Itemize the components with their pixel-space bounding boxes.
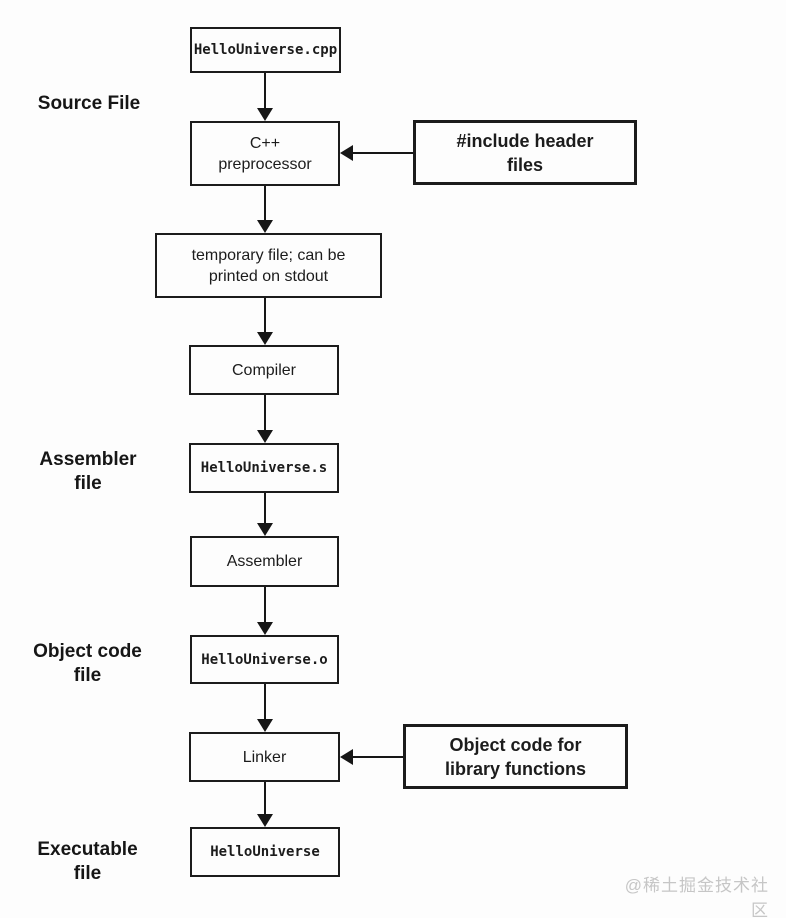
arrow-down-head-icon: [256, 332, 273, 345]
label-executable-file-line1: Executable: [37, 839, 138, 860]
node-cpp-preprocessor-line2: preprocessor: [218, 155, 312, 173]
node-include-header-files: #include header files: [413, 120, 637, 185]
node-hellouniverse-exe-label: HelloUniverse: [210, 844, 320, 860]
node-cpp-preprocessor: C++ preprocessor: [190, 121, 340, 186]
arrow-objlib-to-linker: [340, 749, 403, 765]
arrow-shaft: [349, 152, 413, 154]
node-hellouniverse-s: HelloUniverse.s: [189, 443, 339, 493]
arrow-shaft: [263, 493, 266, 527]
arrow-include-to-preprocessor: [340, 145, 413, 161]
arrow-down-head-icon: [256, 523, 273, 536]
node-hellouniverse-exe: HelloUniverse: [190, 827, 340, 877]
node-hellouniverse-o: HelloUniverse.o: [190, 635, 339, 684]
label-assembler-file-line2: file: [74, 473, 102, 494]
node-linker: Linker: [189, 732, 340, 782]
arrow-linker-to-executable: [256, 782, 273, 827]
node-temporary-file-line1: temporary file; can be: [191, 246, 346, 264]
node-cpp-preprocessor-line1: C++: [249, 134, 281, 152]
node-object-code-library-line2: library functions: [444, 758, 587, 779]
arrow-shaft: [263, 684, 266, 723]
arrow-down-head-icon: [256, 814, 273, 827]
arrow-shaft: [349, 756, 403, 758]
label-assembler-file: Assembler file: [18, 448, 158, 496]
label-source-file: Source File: [18, 92, 160, 116]
arrow-shaft: [263, 395, 266, 434]
node-assembler-label: Assembler: [226, 553, 303, 570]
arrow-down-head-icon: [256, 430, 273, 443]
label-assembler-file-line1: Assembler: [39, 449, 137, 470]
label-executable-file: Executable file: [15, 838, 160, 886]
arrow-preprocessor-to-tempfile: [256, 186, 273, 233]
label-source-file-line: Source File: [37, 93, 141, 114]
node-include-header-line1: #include header: [456, 130, 594, 151]
node-assembler: Assembler: [190, 536, 339, 587]
arrow-shaft: [263, 73, 266, 112]
node-object-code-library: Object code for library functions: [403, 724, 628, 789]
arrow-down-head-icon: [256, 719, 273, 732]
node-linker-label: Linker: [242, 748, 287, 766]
arrow-left-head-icon: [340, 749, 353, 765]
node-hellouniverse-o-label: HelloUniverse.o: [201, 651, 328, 668]
arrow-down-head-icon: [256, 622, 273, 635]
arrow-assembler-to-objfile: [256, 587, 273, 635]
arrow-objfile-to-linker: [256, 684, 273, 732]
arrow-compiler-to-asmfile: [256, 395, 273, 443]
arrow-asmfile-to-assembler: [256, 493, 273, 536]
node-temporary-file-line2: printed on stdout: [208, 267, 329, 285]
node-compiler-label: Compiler: [231, 361, 296, 379]
node-temporary-file: temporary file; can be printed on stdout: [155, 233, 382, 298]
arrow-cpp-to-preprocessor: [256, 73, 273, 121]
arrow-shaft: [263, 587, 266, 626]
node-hellouniverse-cpp: HelloUniverse.cpp: [190, 27, 341, 73]
arrow-shaft: [263, 298, 266, 336]
node-object-code-library-line1: Object code for: [449, 734, 582, 755]
node-include-header-line2: files: [506, 154, 544, 175]
arrow-shaft: [263, 782, 266, 818]
arrow-left-head-icon: [340, 145, 353, 161]
node-hellouniverse-s-label: HelloUniverse.s: [200, 460, 328, 476]
arrow-shaft: [263, 186, 266, 224]
node-compiler: Compiler: [189, 345, 339, 395]
label-executable-file-line2: file: [73, 863, 102, 884]
label-object-code-file-line1: Object code: [33, 641, 142, 662]
node-hellouniverse-cpp-label: HelloUniverse.cpp: [193, 42, 338, 58]
arrow-down-head-icon: [256, 108, 273, 121]
arrow-tempfile-to-compiler: [256, 298, 273, 345]
label-object-code-file: Object code file: [15, 640, 160, 688]
arrow-down-head-icon: [256, 220, 273, 233]
label-object-code-file-line2: file: [73, 665, 102, 686]
watermark-text: @稀土掘金技术社区: [624, 876, 769, 918]
